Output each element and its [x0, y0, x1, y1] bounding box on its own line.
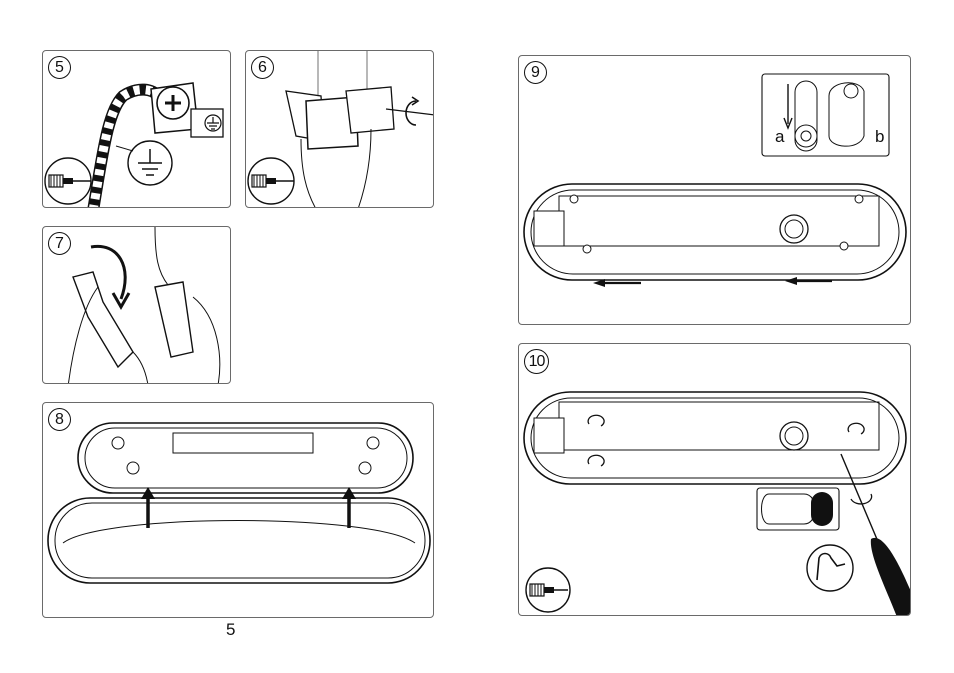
- step-10-panel: 10: [518, 343, 911, 616]
- step-8-panel: 8: [42, 402, 434, 618]
- step-10-illustration: [519, 344, 911, 616]
- step-5-number: 5: [48, 56, 71, 79]
- screwdriver-icon: [45, 158, 91, 204]
- step-6-illustration: [246, 51, 434, 208]
- step-7-panel: 7: [42, 226, 231, 384]
- step-9-number: 9: [524, 61, 547, 84]
- step-7-number: 7: [48, 232, 71, 255]
- step-9-illustration: [519, 56, 911, 325]
- screwdriver-icon: [526, 568, 570, 612]
- inset-label-b: b: [875, 127, 884, 147]
- step-5-panel: 5: [42, 50, 231, 208]
- strength-arm-icon: [807, 545, 853, 591]
- step-6-panel: 6: [245, 50, 434, 208]
- step-8-illustration: [43, 403, 434, 618]
- step-10-number: 10: [524, 349, 549, 374]
- page-number: 5: [226, 620, 235, 640]
- ground-symbol-icon: [128, 141, 172, 185]
- step-5-illustration: [43, 51, 231, 208]
- step-8-number: 8: [48, 408, 71, 431]
- rotate-arrow-icon: [406, 97, 418, 125]
- inset-label-a: a: [775, 127, 784, 147]
- screwdriver-icon: [248, 158, 294, 204]
- step-9-panel: 9 a b: [518, 55, 911, 325]
- step-6-number: 6: [251, 56, 274, 79]
- step-7-illustration: [43, 227, 231, 384]
